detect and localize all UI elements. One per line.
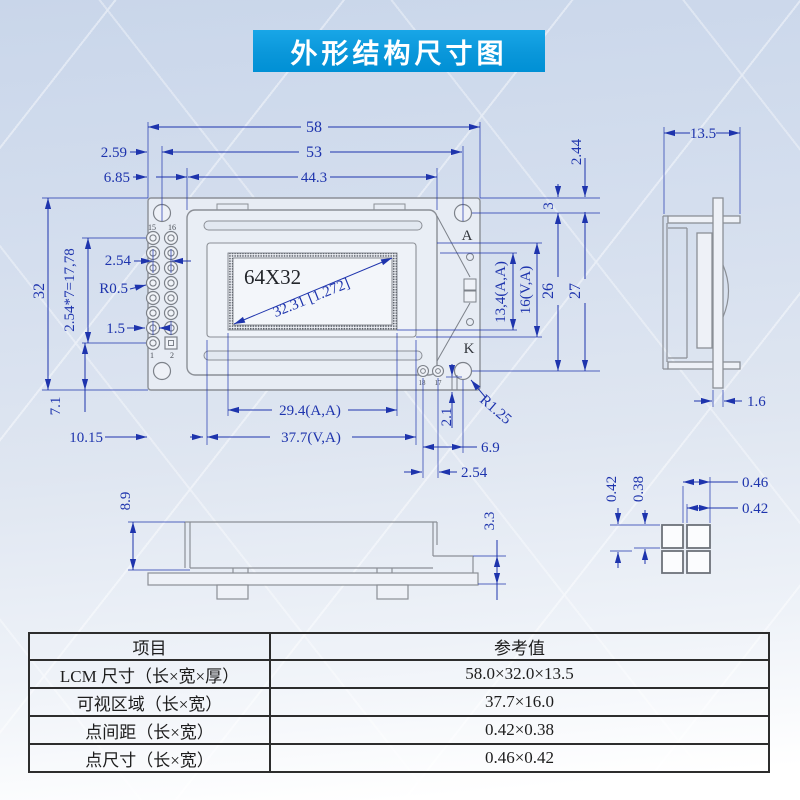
- dim-edge-to-hole: 2.59: [101, 145, 127, 161]
- dim-pin-to-hole: 6.9: [481, 440, 500, 456]
- frame-slot-bottom: [203, 350, 423, 361]
- dim-edge-to-frame: 6.85: [104, 170, 130, 186]
- row-value: 0.46×0.42: [269, 743, 770, 773]
- dim-pin-to-bottom: 7.1: [48, 397, 64, 416]
- dim-top-offset: 2.44: [569, 138, 585, 165]
- side-lens: [722, 264, 730, 318]
- table-row: 可视区域（长×宽） 37.7×16.0: [28, 687, 770, 717]
- dim-dot-pitch-v: 0.42: [604, 476, 620, 502]
- anode-label: A: [462, 228, 473, 244]
- frame-slot-top: [203, 220, 423, 231]
- dim-active-height: 13,4(A,A): [493, 261, 509, 323]
- pin-label-15: 15: [148, 223, 156, 232]
- dim-hole-height: 27: [567, 283, 584, 299]
- dim-hole-offset: 3: [541, 202, 557, 210]
- table-row: 点尺寸（长×宽） 0.46×0.42: [28, 743, 770, 773]
- dot-pixel: [661, 550, 684, 574]
- row-label: 点尺寸（长×宽）: [28, 743, 271, 773]
- dim-tab-height: 2.1: [439, 408, 455, 427]
- header-reference-value: 参考值: [269, 632, 770, 661]
- connector-hole: [466, 318, 474, 326]
- table-row: 点间距（长×宽） 0.42×0.38: [28, 715, 770, 745]
- backlight-pin: [431, 364, 445, 378]
- bottom-tab: [376, 584, 409, 600]
- dim-active-width: 29.4(A,A): [279, 403, 341, 419]
- dim-pad-radius: R0.5: [99, 281, 128, 297]
- pin-square-pad: [164, 336, 178, 350]
- dim-dot-pitch-h: 0.46: [742, 475, 769, 491]
- dim-dot-size-v: 0.38: [631, 476, 647, 502]
- header-item: 项目: [28, 632, 271, 661]
- cathode-label: K: [464, 341, 475, 357]
- dim-hole-span: 53: [306, 144, 322, 161]
- row-label: 点间距（长×宽）: [28, 715, 271, 745]
- title-banner: 外形结构尺寸图: [253, 30, 545, 72]
- dim-pin-span: 2.54*7=17,78: [62, 248, 78, 331]
- page-title: 外形结构尺寸图: [290, 38, 508, 69]
- dot-pixel: [686, 550, 711, 574]
- dim-pin-pitch: 2.54: [461, 465, 488, 481]
- table-row: LCM 尺寸（长×宽×厚） 58.0×32.0×13.5: [28, 659, 770, 689]
- dot-detail: 0.42 0.38 0.46 0.42: [604, 475, 769, 574]
- side-view: 13.5 1.6: [662, 126, 766, 410]
- backlight-pin: [416, 364, 430, 378]
- connector-hole: [466, 253, 474, 261]
- dim-view-height: 16(V,A): [518, 266, 534, 314]
- dim-side-thickness: 13.5: [690, 126, 716, 142]
- dim-hole-diameter: 1.5: [106, 321, 125, 337]
- pin-label-2: 2: [170, 351, 174, 360]
- dim-view-width: 37.7(V,A): [281, 430, 341, 446]
- pin-header: [145, 230, 179, 351]
- front-view: 64X32 32.31 [1.272] A K 18 17: [31, 119, 600, 481]
- dim-body-height: 8.9: [118, 492, 134, 511]
- row-label: 可视区域（长×宽）: [28, 687, 271, 717]
- dim-connector-height: 3.3: [482, 512, 498, 531]
- dim-col-pitch: 2.54: [105, 253, 132, 269]
- connector-pad: [463, 278, 477, 291]
- bottom-pcb: [147, 572, 479, 586]
- bottom-tab: [216, 584, 249, 600]
- dim-dot-size-h: 0.42: [742, 501, 768, 517]
- row-value: 0.42×0.38: [269, 715, 770, 745]
- dim-frame-width: 44.3: [301, 170, 327, 186]
- connector-pad: [463, 290, 477, 303]
- row-label: LCM 尺寸（长×宽×厚）: [28, 659, 271, 689]
- dim-total-height: 32: [31, 283, 48, 299]
- pin-label-1: 1: [150, 351, 154, 360]
- dim-hole-vspan: 26: [540, 283, 557, 299]
- table-header-row: 项目 参考值: [28, 632, 770, 661]
- row-value: 37.7×16.0: [269, 687, 770, 717]
- mounting-hole: [152, 361, 172, 381]
- resolution-label: 64X32: [244, 265, 301, 289]
- dot-pixel: [661, 524, 684, 549]
- dimension-drawing: 64X32 32.31 [1.272] A K 18 17: [31, 119, 769, 600]
- bottom-view: 8.9 3.3: [118, 492, 506, 600]
- dim-edge-to-view: 10.15: [69, 430, 103, 446]
- dot-pixel: [686, 524, 711, 549]
- row-value: 58.0×32.0×13.5: [269, 659, 770, 689]
- side-pcb: [712, 197, 724, 389]
- dim-corner-radius: R1.25: [476, 392, 514, 428]
- spec-table: 项目 参考值 LCM 尺寸（长×宽×厚） 58.0×32.0×13.5 可视区域…: [28, 632, 770, 773]
- pin-label-18: 18: [419, 379, 427, 387]
- dim-total-width: 58: [306, 119, 322, 136]
- pin-label-16: 16: [168, 223, 176, 232]
- dim-pcb-thickness: 1.6: [747, 394, 766, 410]
